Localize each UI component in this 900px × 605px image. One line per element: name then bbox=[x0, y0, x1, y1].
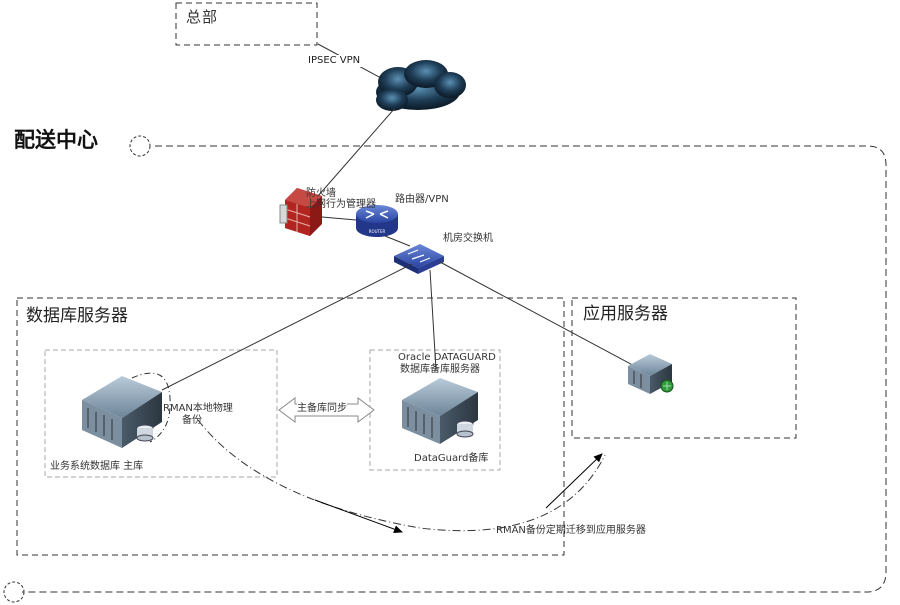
router-label: 路由器/VPN bbox=[395, 194, 449, 205]
primary-db-box bbox=[44, 349, 278, 478]
switch-label: 机房交换机 bbox=[443, 233, 493, 244]
rman-local-backup-label-line2: 备份 bbox=[182, 415, 202, 426]
boundary-end-marker bbox=[3, 581, 25, 603]
rman-local-backup-label-line1: RMAN本地物理 bbox=[163, 403, 233, 414]
rman-migration-label: RMAN备份定期迁移到应用服务器 bbox=[496, 525, 646, 536]
internet-cloud-icon bbox=[376, 60, 466, 111]
firewall-label-line2: 上网行为管理器 bbox=[306, 199, 376, 210]
sync-label: 主备库同步 bbox=[297, 403, 347, 415]
boundary-start-marker bbox=[129, 135, 151, 157]
application-zone-box bbox=[571, 297, 797, 439]
standby-db-server-icon bbox=[402, 378, 478, 444]
distribution-center-boundary bbox=[22, 145, 887, 593]
core-switch-icon bbox=[394, 244, 444, 274]
router-switch-link bbox=[384, 235, 411, 247]
headquarters-label: 总部 bbox=[186, 8, 219, 26]
firewall-icon bbox=[279, 188, 322, 236]
cloud-firewall-link bbox=[317, 107, 396, 197]
migration-arrow-left bbox=[314, 499, 403, 533]
rman-local-backup-loop bbox=[131, 372, 171, 443]
distribution-center-title: 配送中心 bbox=[14, 128, 98, 152]
router-badge: ROUTER bbox=[369, 229, 386, 234]
standby-db-title-line2: 数据库备库服务器 bbox=[400, 364, 480, 375]
primary-db-caption: 业务系统数据库 主库 bbox=[50, 461, 144, 472]
switch-standby-db-link bbox=[429, 269, 437, 371]
switch-primary-db-link bbox=[161, 263, 413, 391]
standby-db-title-line1: Oracle DATAGUARD bbox=[398, 352, 496, 363]
database-zone-box bbox=[16, 297, 565, 556]
primary-db-server-icon bbox=[82, 376, 162, 448]
standby-db-caption: DataGuard备库 bbox=[414, 453, 489, 464]
headquarters-box bbox=[175, 2, 318, 46]
switch-app-server-link bbox=[439, 261, 643, 371]
migration-arrow-up bbox=[545, 453, 603, 509]
ipsec-vpn-label: IPSEC VPN bbox=[306, 55, 363, 67]
firewall-label-line1: 防火墙 bbox=[306, 188, 336, 199]
rman-migration-curve bbox=[197, 419, 606, 532]
app-server-icon bbox=[628, 354, 674, 394]
router-icon bbox=[356, 205, 398, 237]
database-zone-title: 数据库服务器 bbox=[26, 306, 128, 326]
firewall-router-link bbox=[321, 216, 357, 221]
application-zone-title: 应用服务器 bbox=[583, 304, 668, 324]
